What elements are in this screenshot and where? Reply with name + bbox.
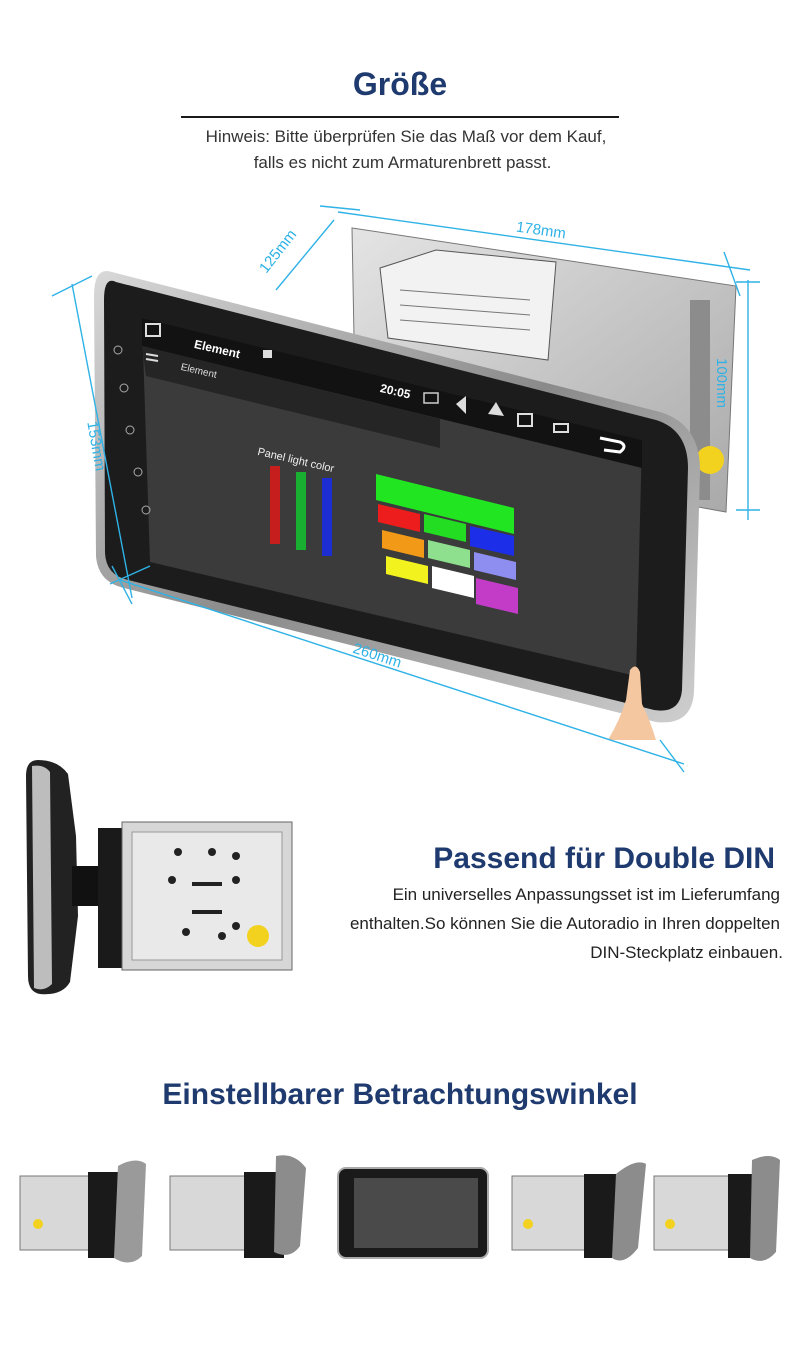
double-din-text-line-1: Ein universelles Anpassungsset ist im Li…	[392, 885, 780, 904]
viewing-angle-heading: Einstellbarer Betrachtungswinkel	[162, 1078, 638, 1111]
head-unit-front	[94, 271, 700, 740]
double-din-heading: Passend für Double DIN	[433, 842, 775, 875]
dim-height-back: 100mm	[713, 358, 730, 409]
size-heading: Größe	[352, 66, 448, 102]
angle-thumb-3	[337, 1167, 489, 1259]
angle-thumb-5	[653, 1156, 780, 1261]
double-din-text-line-2: enthalten.So können Sie die Autoradio in…	[349, 914, 780, 933]
heading-underline	[181, 116, 619, 118]
product-dimension-illustration	[51, 205, 760, 773]
double-din-side-view	[26, 760, 293, 995]
hint-line-1: Hinweis: Bitte überprüfen Sie das Maß vo…	[205, 127, 607, 146]
dimension-lines	[51, 205, 760, 773]
angle-thumb-4	[511, 1162, 646, 1261]
angle-thumb-2	[169, 1155, 306, 1258]
viewing-angle-thumbnails	[19, 1155, 780, 1263]
angle-thumb-1	[19, 1160, 146, 1263]
double-din-text-line-3: DIN-Steckplatz einbauen.	[590, 943, 783, 962]
hint-line-2: falls es nicht zum Armaturenbrett passt.	[253, 153, 552, 172]
